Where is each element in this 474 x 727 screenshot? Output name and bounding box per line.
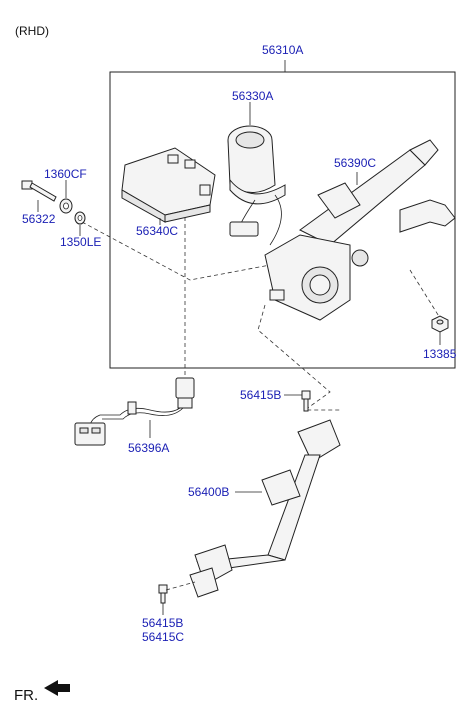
callout-56330A: 56330A — [232, 89, 273, 103]
callout-56322: 56322 — [22, 212, 56, 226]
steering-column — [264, 139, 456, 321]
wiring-harness — [74, 377, 195, 446]
ecu-module — [121, 147, 216, 223]
bolt-56322 — [21, 180, 57, 202]
bolt-56415B-lower — [158, 581, 196, 604]
variant-label: (RHD) — [15, 24, 49, 38]
callout-13385: 13385 — [423, 347, 457, 361]
guide-lines — [81, 210, 441, 411]
assembly-frame — [109, 60, 456, 369]
callout-56390C: 56390C — [334, 156, 376, 170]
callout-1360CF: 1360CF — [44, 167, 87, 181]
washer-1350LE — [74, 211, 86, 225]
washer-1360CF — [59, 198, 73, 214]
motor — [227, 125, 286, 246]
callout-56396A: 56396A — [128, 441, 169, 455]
intermediate-shaft — [189, 419, 341, 598]
callout-56415B-lower: 56415B — [142, 616, 183, 630]
callout-56400B: 56400B — [188, 485, 229, 499]
bolt-56415B-upper — [301, 390, 311, 412]
callout-56310A: 56310A — [262, 43, 303, 57]
nut-13385 — [431, 315, 449, 333]
callout-56340C: 56340C — [136, 224, 178, 238]
direction-arrow-icon — [44, 680, 70, 696]
callout-56415C: 56415C — [142, 630, 184, 644]
direction-label: FR. — [14, 687, 38, 704]
callout-56415B-upper: 56415B — [240, 388, 281, 402]
callout-1350LE: 1350LE — [60, 235, 101, 249]
